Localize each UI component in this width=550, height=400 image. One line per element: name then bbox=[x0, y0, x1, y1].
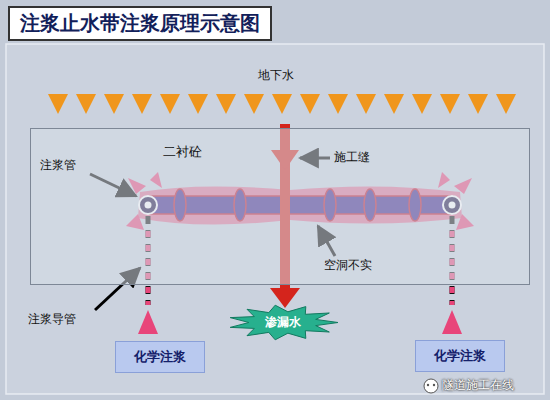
title: 注浆止水带注浆原理示意图 bbox=[20, 11, 260, 35]
groundwater-triangle bbox=[300, 94, 320, 114]
groundwater-triangle bbox=[468, 94, 488, 114]
groundwater-triangle bbox=[216, 94, 236, 114]
node-text: 化学注浆 bbox=[434, 347, 486, 365]
groundwater-triangle bbox=[272, 94, 292, 114]
groundwater-triangle bbox=[440, 94, 460, 114]
node-text: 二衬砼 bbox=[163, 143, 202, 161]
grouting-box: 化学注浆 bbox=[115, 341, 205, 373]
groundwater-triangle bbox=[104, 94, 124, 114]
grouting-box: 化学注浆 bbox=[415, 340, 505, 372]
node-text: 渗漏水 bbox=[265, 314, 301, 331]
groundwater-triangle bbox=[160, 94, 180, 114]
groundwater-triangle bbox=[496, 94, 516, 114]
groundwater-triangle bbox=[244, 94, 264, 114]
groundwater-triangle bbox=[328, 94, 348, 114]
seepage-arrowhead bbox=[270, 288, 300, 308]
groundwater-triangle bbox=[188, 94, 208, 114]
void-label: 空洞不实 bbox=[324, 258, 372, 272]
groundwater-triangle bbox=[76, 94, 96, 114]
title-box: 注浆止水带注浆原理示意图 bbox=[8, 6, 272, 41]
groundwater-triangles bbox=[48, 94, 516, 114]
seepage-burst: 渗漏水 bbox=[227, 304, 339, 341]
groundwater-triangle bbox=[356, 94, 376, 114]
groundwater-triangle bbox=[132, 94, 152, 114]
watermark-icon bbox=[424, 379, 438, 393]
concrete-lining: 二衬砼 bbox=[30, 128, 530, 285]
node-text: 化学注浆 bbox=[134, 348, 186, 366]
pipe-label: 注浆管 bbox=[40, 158, 76, 172]
groundwater-label: 地下水 bbox=[258, 68, 294, 82]
injection-arrow bbox=[138, 310, 158, 334]
groundwater-triangle bbox=[412, 94, 432, 114]
guide-tube-label: 注浆导管 bbox=[28, 312, 76, 326]
groundwater-triangle bbox=[384, 94, 404, 114]
panel bbox=[6, 44, 544, 394]
injection-arrow bbox=[442, 310, 462, 334]
joint-label: 施工缝 bbox=[334, 150, 370, 164]
groundwater-triangle bbox=[48, 94, 68, 114]
watermark: 隧道施工在线 bbox=[442, 378, 514, 392]
